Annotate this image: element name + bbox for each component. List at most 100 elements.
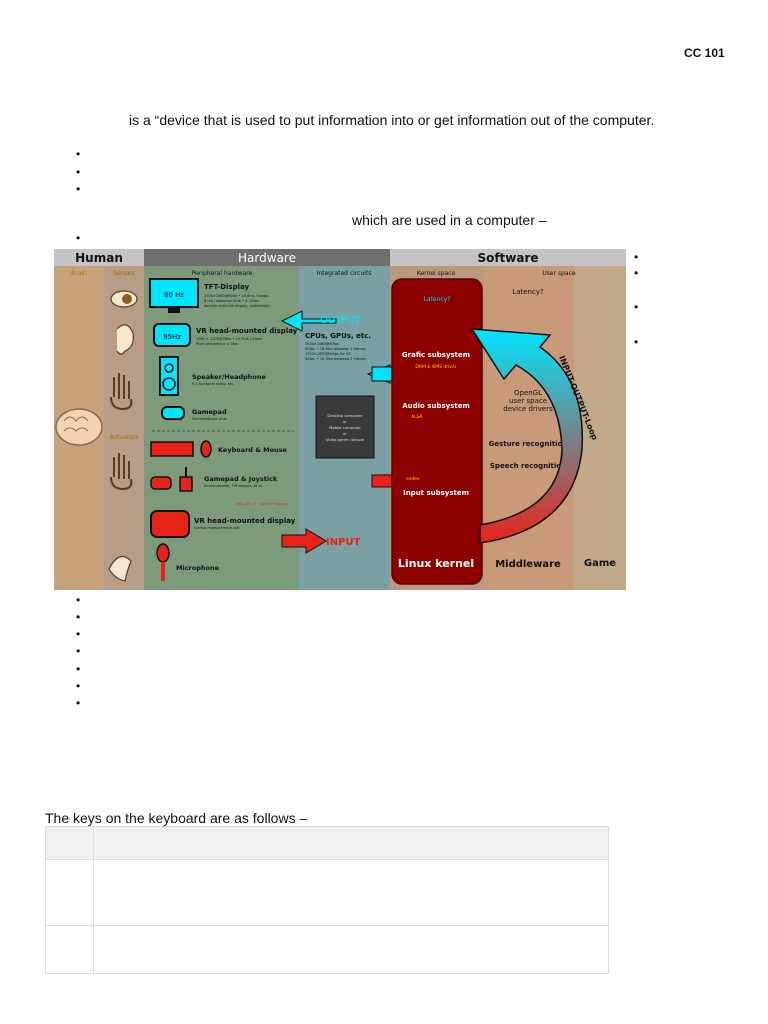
list-bullet [634, 269, 642, 277]
peripheral-label: Peripheral hardware [192, 270, 253, 277]
list-bullet [76, 150, 84, 158]
svg-text:device drivers: device drivers [503, 405, 553, 413]
svg-text:60fps → 16,6ms between 2 frame: 60fps → 16,6ms between 2 frames [305, 347, 366, 351]
svg-text:1920×1080@90fps for VR: 1920×1080@90fps for VR [305, 352, 351, 356]
microphone-label: Microphone [176, 564, 220, 572]
course-code: CC 101 [684, 46, 725, 60]
vr-input-label: VR head-mounted display [194, 517, 296, 525]
input-arrow [281, 528, 327, 554]
tft-label: TFT-Display [204, 283, 250, 291]
grafic-subsystem-label: Grafic subsystem [402, 351, 470, 359]
output-label: OUTPUT [320, 315, 362, 326]
svg-text:user space: user space [509, 397, 547, 405]
svg-text:90fps → 10,5ms between 2 frame: 90fps → 10,5ms between 2 frames [305, 357, 366, 361]
kernel-space-label: Kernel space [417, 270, 456, 277]
middleware-label: Middleware [495, 559, 561, 570]
list-bullet [76, 665, 84, 673]
list-bullet [76, 185, 84, 193]
svg-text:max CPU → ~20ms → latency: max CPU → ~20ms → latency [236, 502, 288, 506]
vr-output-label: VR head-mounted display [196, 327, 298, 335]
keyboard-keys-table [45, 826, 609, 974]
svg-text:1080 × 1200@95Hz • 10,5ms / fr: 1080 × 1200@95Hz • 10,5ms / frame [196, 337, 263, 341]
hz60-label: 60 Hz [164, 291, 184, 299]
keyboard-label: Keyboard & Mouse [218, 446, 288, 454]
svg-text:95Hz: 95Hz [163, 333, 181, 341]
table-cell [93, 925, 609, 974]
audio-subsystem-label: Audio subsystem [402, 402, 470, 410]
gamepad-label: Gamepad [192, 408, 227, 416]
svg-text:or: or [343, 419, 347, 424]
svg-text:1920×1080@60Hz • 16,6ms / fram: 1920×1080@60Hz • 16,6ms / frame [204, 294, 268, 298]
output-arrow [280, 310, 337, 332]
speech-label: Speech recognition [490, 462, 566, 470]
hardware-header: Hardware [238, 251, 296, 265]
integrated-label: Integrated circuits [317, 270, 372, 277]
gesture-label: Gesture recognition [489, 440, 568, 448]
mouth-icon [108, 555, 132, 582]
mouse-icon [200, 440, 212, 458]
svg-text:Sample-and-hold display, probl: Sample-and-hold display, problematic [204, 304, 271, 308]
gamepad-icon [161, 406, 185, 420]
ear-icon [116, 324, 134, 355]
user-latency-label: Latency? [512, 288, 544, 296]
actuators-label: Actuators [110, 434, 139, 441]
intro-text: is a “device that is used to put informa… [129, 112, 655, 128]
gamepad-icon [150, 476, 172, 490]
svg-text:evdev: evdev [406, 476, 420, 482]
computer-box [315, 395, 375, 459]
io-diagram: Human Hardware Software Brain Senses Per… [54, 249, 626, 590]
svg-text:1920×1080@60fps: 1920×1080@60fps [305, 342, 339, 346]
human-header: Human [75, 251, 123, 265]
list-bullet [76, 630, 84, 638]
speaker-label: Speaker/Headphone [192, 373, 267, 381]
list-bullet [76, 613, 84, 621]
svg-text:Forcefeedback et al.: Forcefeedback et al. [192, 417, 228, 421]
list-bullet [76, 699, 84, 707]
table-row [45, 925, 609, 974]
svg-text:Accelerometer, Tilt sensors, e: Accelerometer, Tilt sensors, et al. [204, 484, 263, 488]
hand-icon [110, 453, 133, 491]
table-header-cell [45, 826, 94, 860]
table-row [45, 859, 609, 926]
svg-text:ALSA: ALSA [411, 414, 424, 420]
svg-text:8 ms / response time • 4–10ms: 8 ms / response time • 4–10ms [204, 299, 259, 303]
list-bullet [76, 682, 84, 690]
table-header-cell [93, 826, 609, 860]
io-loop-arrow [470, 328, 584, 544]
kernel-latency-label: Latency? [424, 296, 451, 303]
svg-text:Desktop computer: Desktop computer [327, 413, 363, 418]
microphone-icon [156, 543, 170, 563]
joystick-label: Gamepad & Joystick [204, 475, 278, 483]
cpus-label: CPUs, GPUs, etc. [305, 332, 371, 340]
svg-text:Pixel persistence ≤ 3ms: Pixel persistence ≤ 3ms [196, 342, 238, 346]
svg-text:5.1 Surround audio, etc.: 5.1 Surround audio, etc. [192, 382, 234, 386]
list-bullet [634, 338, 642, 346]
list-bullet [634, 303, 642, 311]
vr-headset-icon [150, 510, 190, 538]
table-cell [93, 859, 609, 926]
game-label: Game [584, 558, 616, 569]
svg-text:DRM & KMS driver: DRM & KMS driver [415, 364, 456, 370]
senses-label: Senses [113, 270, 134, 277]
linux-kernel-label: Linux kernel [398, 557, 474, 570]
input-label: INPUT [326, 537, 361, 548]
software-header: Software [477, 251, 538, 265]
input-subsystem-label: Input subsystem [403, 489, 469, 497]
svg-text:OpenGL: OpenGL [514, 389, 542, 397]
list-bullet [76, 234, 84, 242]
table-cell [45, 925, 94, 974]
svg-text:or: or [343, 431, 347, 436]
brain-label: Brain [71, 270, 87, 277]
svg-text:Inertial measurement unit: Inertial measurement unit [194, 526, 240, 530]
keyboard-keys-text: The keys on the keyboard are as follows … [45, 810, 308, 826]
user-space-label: User space [542, 270, 575, 277]
svg-text:Video game console: Video game console [326, 437, 365, 442]
game-column-bg [574, 249, 626, 590]
keyboard-icon [150, 441, 194, 457]
list-bullet [76, 168, 84, 176]
vr-headset-icon [153, 323, 191, 347]
list-bullet [634, 253, 642, 261]
linux-kernel-block [391, 278, 483, 585]
brain-icon [55, 408, 103, 446]
list-bullet [76, 596, 84, 604]
